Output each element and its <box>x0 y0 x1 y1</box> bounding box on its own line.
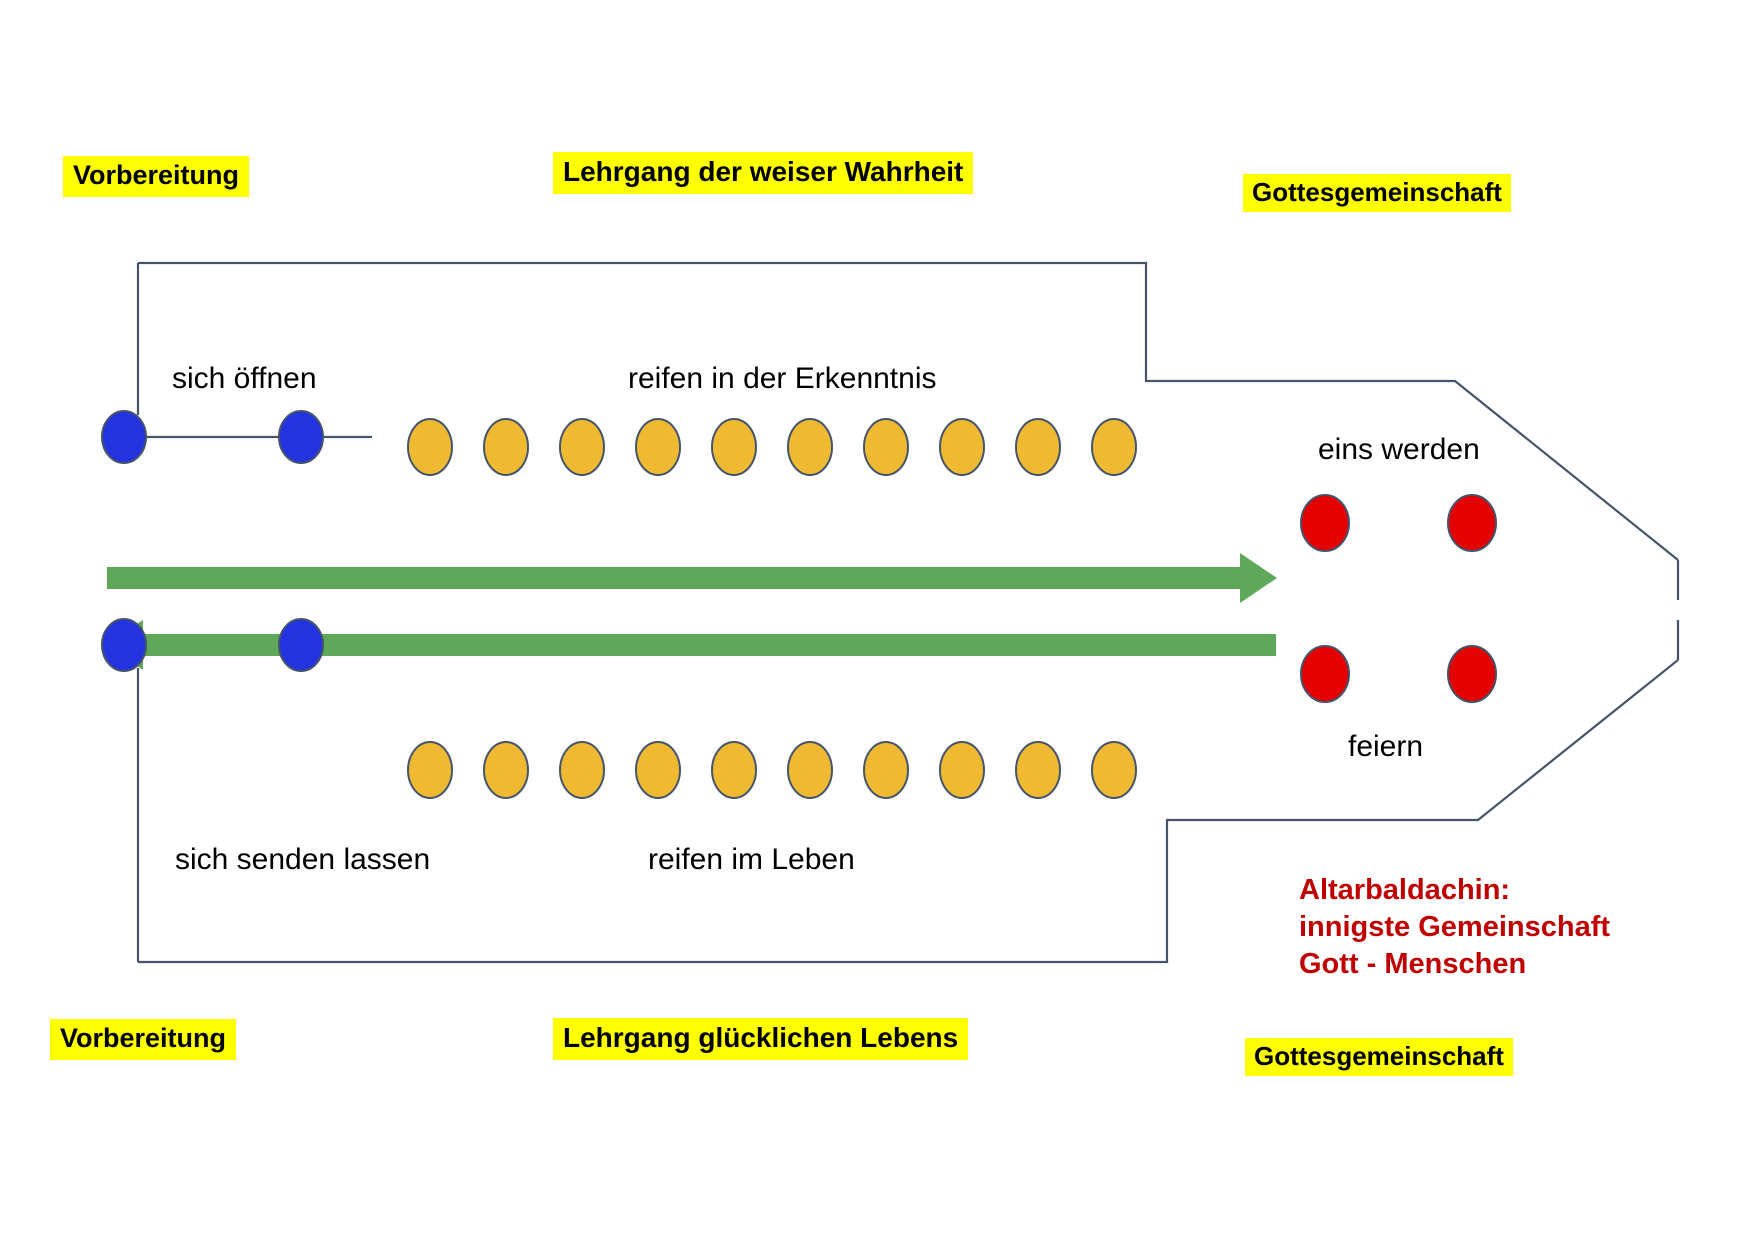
stage-label-top-left: Vorbereitung <box>63 156 250 197</box>
gold-node-lower-8 <box>1015 741 1061 799</box>
red-nodes <box>1300 494 1497 703</box>
gold-node-upper-1 <box>483 418 529 476</box>
gold-node-upper-2 <box>559 418 605 476</box>
gold-node-upper-9 <box>1091 418 1137 476</box>
stage-label-bottom-left: Vorbereitung <box>50 1019 237 1060</box>
blue-node-upper-1 <box>278 410 324 464</box>
red-node-3 <box>1447 645 1497 703</box>
gold-node-lower-1 <box>483 741 529 799</box>
note-line-3: Gott - Menschen <box>1299 948 1527 981</box>
gold-node-lower-0 <box>407 741 453 799</box>
gold-node-upper-6 <box>863 418 909 476</box>
annotation-lower-goal: feiern <box>1348 730 1424 763</box>
upper-gold-nodes <box>407 418 1137 476</box>
lower-gold-nodes <box>407 741 1137 799</box>
gold-node-upper-0 <box>407 418 453 476</box>
outline-bottom-path <box>138 659 1679 964</box>
blue-connectors <box>124 435 372 647</box>
forward-arrow-shape <box>107 553 1277 603</box>
backward-arrow <box>106 620 1276 670</box>
altarbaldachin-note: Altarbaldachin: innigste Gemeinschaft Go… <box>1299 872 1610 983</box>
red-node-2 <box>1300 645 1350 703</box>
gold-node-upper-7 <box>939 418 985 476</box>
lower-blue-nodes <box>101 618 324 672</box>
gold-node-upper-3 <box>635 418 681 476</box>
outline-shape <box>136 261 1680 964</box>
gold-node-lower-3 <box>635 741 681 799</box>
stage-label-top-right: Gottesgemeinschaft <box>1243 174 1511 212</box>
gold-node-lower-9 <box>1091 741 1137 799</box>
gold-node-upper-8 <box>1015 418 1061 476</box>
gold-node-lower-6 <box>863 741 909 799</box>
annotation-upper-start: sich öffnen <box>172 362 317 395</box>
gold-node-upper-5 <box>787 418 833 476</box>
note-line-2: innigste Gemeinschaft <box>1299 911 1611 944</box>
forward-arrow <box>107 553 1277 603</box>
red-node-1 <box>1447 494 1497 552</box>
annotation-upper-goal: eins werden <box>1318 433 1480 466</box>
gold-node-lower-4 <box>711 741 757 799</box>
outline-top-path <box>138 261 1679 561</box>
annotation-lower-start: sich senden lassen <box>175 843 431 876</box>
upper-blue-nodes <box>101 410 324 464</box>
gold-node-lower-7 <box>939 741 985 799</box>
note-line-1: Altarbaldachin: <box>1299 874 1511 906</box>
blue-node-lower-1 <box>278 618 324 672</box>
red-node-0 <box>1300 494 1350 552</box>
stage-label-bottom-right: Gottesgemeinschaft <box>1245 1038 1513 1076</box>
annotation-upper-middle: reifen in der Erkenntnis <box>628 362 937 395</box>
blue-node-lower-0 <box>101 618 147 672</box>
stage-label-top-middle: Lehrgang der weiser Wahrheit <box>553 152 974 194</box>
backward-arrow-shape <box>106 620 1276 670</box>
gold-node-lower-2 <box>559 741 605 799</box>
blue-node-upper-0 <box>101 410 147 464</box>
stage-label-bottom-middle: Lehrgang glücklichen Lebens <box>553 1018 969 1060</box>
annotation-lower-middle: reifen im Leben <box>648 843 855 876</box>
gold-node-lower-5 <box>787 741 833 799</box>
gold-node-upper-4 <box>711 418 757 476</box>
